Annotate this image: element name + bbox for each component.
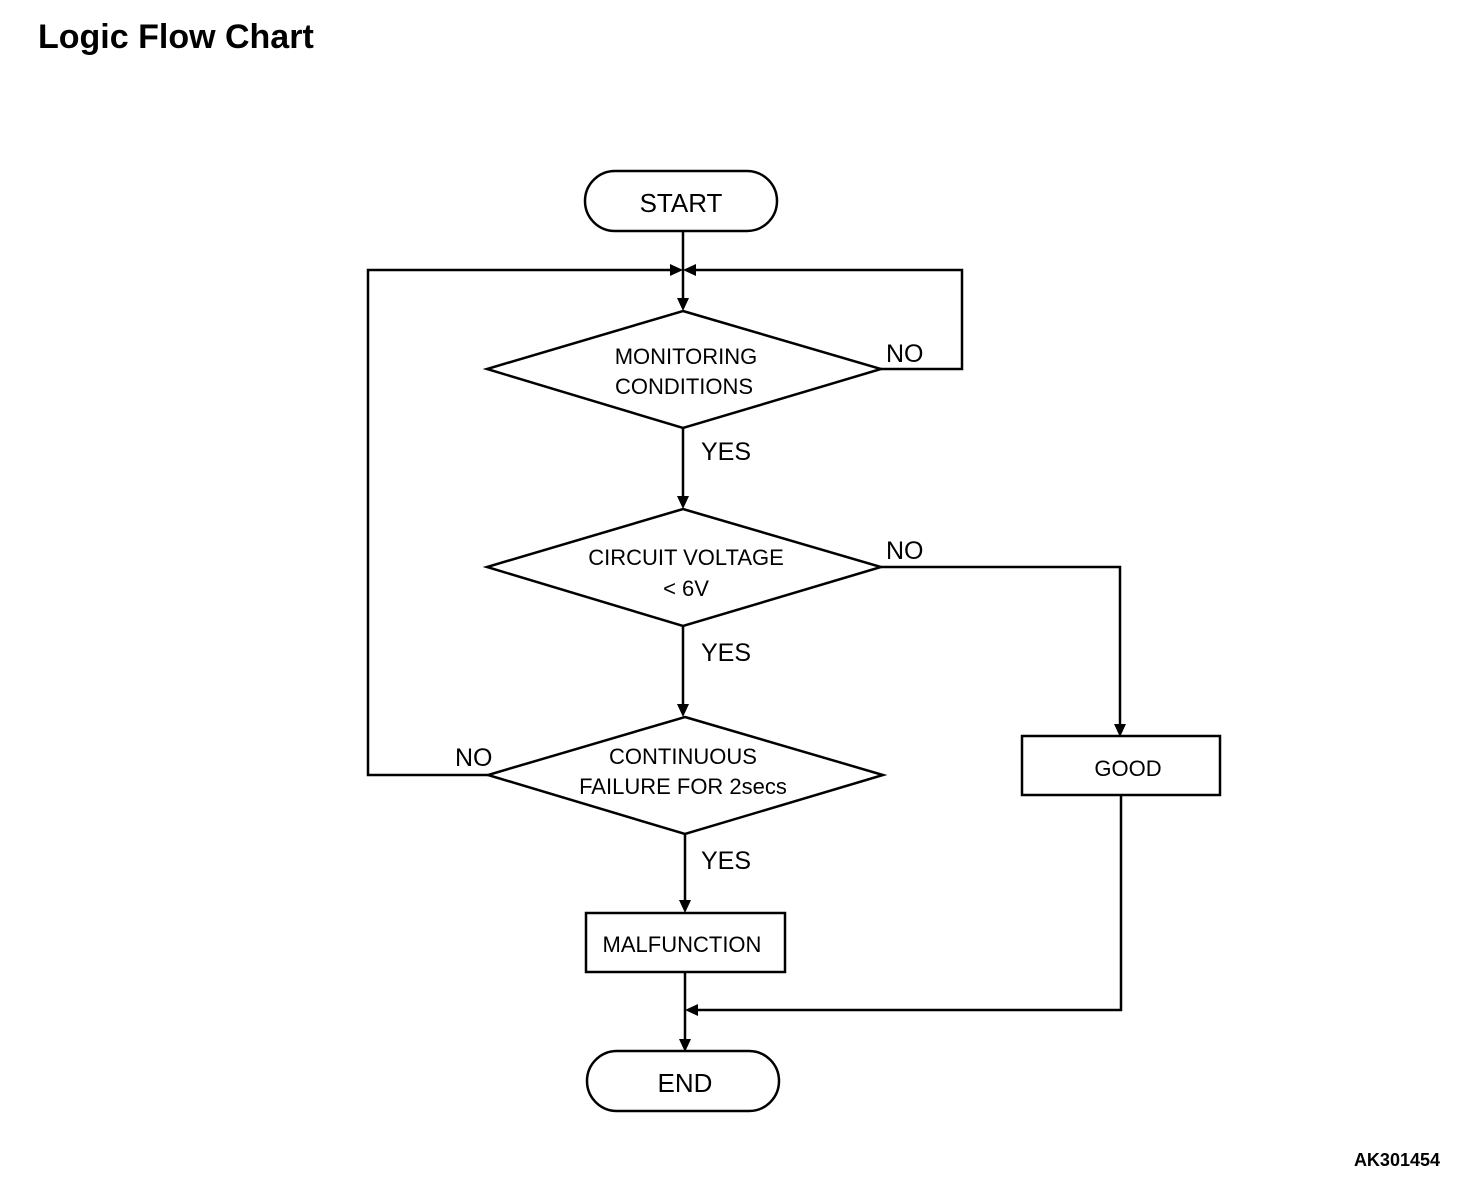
- arrowhead-into-malfunction: [679, 900, 691, 913]
- figure-id: AK301454: [1353, 1150, 1440, 1170]
- end-label: END: [658, 1068, 713, 1098]
- edge-label-monitoring-no: NO: [886, 340, 924, 368]
- continuous-label-line2: FAILURE FOR 2secs: [579, 774, 787, 799]
- process-good: [1020, 734, 1222, 797]
- edge-label-continuous-yes: YES: [701, 847, 751, 875]
- arrowhead-into-circuit: [677, 496, 689, 509]
- connector-circuit-no-to-good: [881, 565, 1122, 725]
- arrowhead-into-continuous: [677, 704, 689, 717]
- circuit-label-line2: < 6V: [663, 576, 709, 601]
- start-terminator: [583, 169, 779, 233]
- circuit-label-line1: CIRCUIT VOLTAGE: [588, 545, 784, 570]
- edge-label-circuit-yes: YES: [701, 639, 751, 667]
- loop-continuous-no-return: [366, 268, 672, 777]
- arrowhead-into-monitoring: [677, 298, 689, 311]
- edge-label-continuous-no: NO: [455, 744, 493, 772]
- page-title: Logic Flow Chart: [38, 18, 314, 56]
- arrowhead-right-return: [683, 264, 696, 276]
- monitoring-label-line1: MONITORING: [615, 344, 758, 369]
- malfunction-label: MALFUNCTION: [603, 932, 762, 957]
- loop-monitoring-no-return: [694, 268, 964, 371]
- edge-label-circuit-no: NO: [886, 537, 924, 565]
- end-terminator: [585, 1049, 781, 1113]
- process-malfunction: [584, 911, 787, 974]
- connector-good-to-end: [696, 795, 1123, 1012]
- monitoring-label-line2: CONDITIONS: [615, 374, 753, 399]
- arrowhead-into-good: [1114, 724, 1126, 737]
- arrowhead-merge-good: [685, 1004, 698, 1016]
- continuous-label-line1: CONTINUOUS: [609, 744, 757, 769]
- edge-label-monitoring-yes: YES: [701, 438, 751, 466]
- arrowhead-left-return: [670, 264, 683, 276]
- decision-monitoring-conditions: [482, 309, 886, 430]
- arrowhead-into-end: [679, 1039, 691, 1052]
- good-label: GOOD: [1094, 756, 1161, 781]
- start-label: START: [640, 188, 723, 218]
